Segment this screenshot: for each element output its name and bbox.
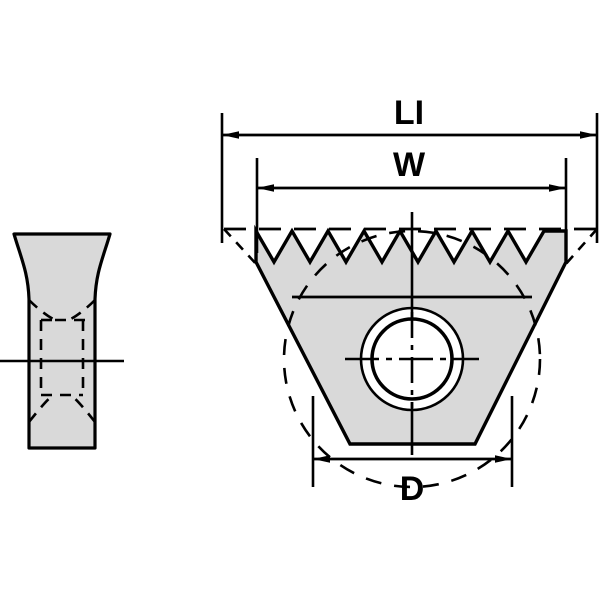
dimension-D-label: D (400, 470, 425, 508)
dimension-W: W (255, 146, 568, 253)
dimension-LI-label: LI (394, 94, 424, 132)
dimension-D: D (311, 396, 514, 508)
dimension-LI: LI (220, 94, 599, 243)
dimension-W-label: W (393, 146, 426, 184)
side-view-body-outline (12, 232, 112, 450)
left-corner-construction-line (223, 228, 259, 267)
front-view-group (223, 212, 600, 489)
right-corner-construction-line (563, 228, 598, 267)
side-view-hidden-bore (27, 299, 97, 423)
side-view-group (0, 232, 124, 450)
inscribed-circle-construction (282, 229, 542, 489)
